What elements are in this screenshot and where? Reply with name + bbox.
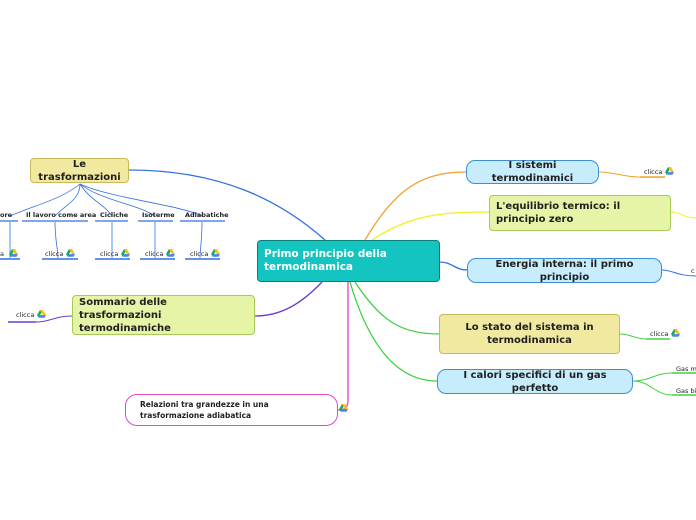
link-sommario bbox=[254, 281, 323, 317]
topic-sistemi-label: I sistemi termodinamici bbox=[491, 160, 574, 184]
clicca-link-lavoro-area[interactable]: clicca bbox=[45, 250, 64, 258]
topic-equilibrio-label: L'equilibrio termico: il principio zero bbox=[496, 201, 621, 225]
subtopic-lavoro[interactable]: ore bbox=[0, 211, 13, 219]
link-equilibrio bbox=[371, 211, 490, 241]
link-calori bbox=[349, 281, 438, 382]
subtopic-gas-bia[interactable]: Gas bia bbox=[676, 387, 696, 395]
google-drive-icon[interactable] bbox=[66, 249, 75, 257]
clicca-link-adiabatiche[interactable]: clicca bbox=[190, 250, 209, 258]
topic-energia-interna[interactable]: Energia interna: il primo principio bbox=[467, 258, 662, 283]
clicca-link-sommario[interactable]: clicca bbox=[16, 311, 35, 319]
topic-relazioni-label: Relazioni tra grandezze in una trasforma… bbox=[140, 400, 269, 420]
google-drive-icon[interactable] bbox=[671, 329, 680, 337]
topic-sommario-trasformazioni[interactable]: Sommario delle trasformazioni termodinam… bbox=[72, 295, 255, 335]
topic-calori-label: I calori specifici di un gas perfetto bbox=[463, 369, 607, 394]
subtopic-lavoro-come-area[interactable]: Il lavoro come area bbox=[26, 211, 97, 219]
google-drive-icon[interactable] bbox=[166, 249, 175, 257]
google-drive-icon[interactable] bbox=[211, 249, 220, 257]
clicca-link-lavoro[interactable]: a bbox=[0, 250, 4, 258]
google-drive-icon[interactable] bbox=[37, 310, 46, 318]
google-drive-icon[interactable] bbox=[121, 249, 130, 257]
link-stato bbox=[354, 281, 440, 335]
link-energia bbox=[439, 261, 468, 271]
google-drive-icon[interactable] bbox=[9, 249, 18, 257]
link-sistemi bbox=[364, 171, 467, 241]
topic-calori-specifici[interactable]: I calori specifici di un gas perfetto bbox=[437, 369, 633, 394]
topic-equilibrio-termico[interactable]: L'equilibrio termico: il principio zero bbox=[489, 195, 671, 231]
google-drive-icon[interactable] bbox=[339, 404, 348, 412]
topic-trasformazioni-label: Le trasformazioni bbox=[38, 158, 121, 183]
subtopic-cicliche[interactable]: Cicliche bbox=[100, 211, 129, 219]
topic-stato-sistema[interactable]: Lo stato del sistema in termodinamica bbox=[439, 314, 620, 354]
central-topic-label: Primo principio della termodinamica bbox=[264, 248, 387, 273]
google-drive-icon[interactable] bbox=[665, 167, 674, 175]
topic-relazioni-adiabatica[interactable]: Relazioni tra grandezze in una trasforma… bbox=[125, 394, 338, 426]
clicca-link-isoterme[interactable]: clicca bbox=[145, 250, 164, 258]
link-relazioni bbox=[337, 282, 349, 411]
topic-energia-label: Energia interna: il primo principio bbox=[495, 258, 634, 283]
topic-le-trasformazioni[interactable]: Le trasformazioni bbox=[30, 158, 129, 183]
link-trasformazioni bbox=[128, 169, 326, 241]
topic-sommario-label: Sommario delle trasformazioni termodinam… bbox=[79, 296, 171, 334]
topic-sistemi-termodinamici[interactable]: I sistemi termodinamici bbox=[466, 160, 599, 184]
topic-stato-label: Lo stato del sistema in termodinamica bbox=[465, 322, 594, 346]
clicca-link-stato[interactable]: clicca bbox=[650, 330, 669, 338]
subtopic-gas-mono[interactable]: Gas mo bbox=[676, 365, 696, 373]
subtopic-adiabatiche[interactable]: Adiabatiche bbox=[185, 211, 229, 219]
subtopic-isoterme[interactable]: Isoterme bbox=[142, 211, 175, 219]
central-topic[interactable]: Primo principio della termodinamica bbox=[257, 240, 440, 282]
clicca-link-energia[interactable]: c bbox=[691, 267, 695, 275]
clicca-link-sistemi[interactable]: clicca bbox=[644, 168, 663, 176]
clicca-link-cicliche[interactable]: clicca bbox=[100, 250, 119, 258]
